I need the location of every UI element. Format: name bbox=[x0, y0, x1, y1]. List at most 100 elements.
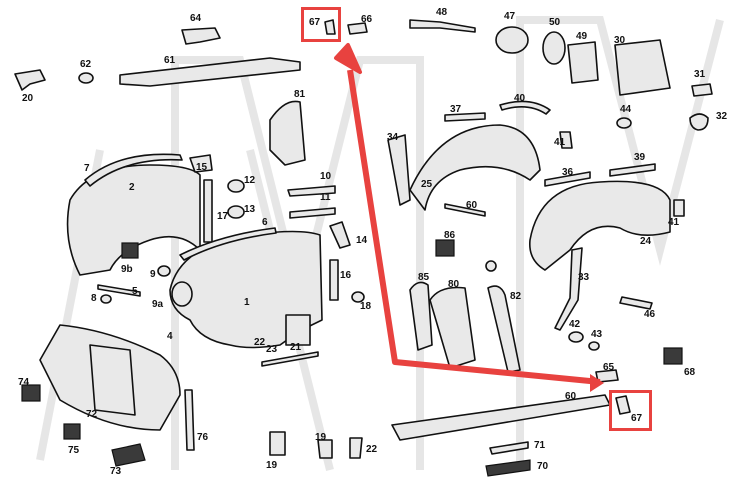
part-16 bbox=[329, 259, 339, 301]
part-13-grommet bbox=[227, 205, 245, 219]
part-5-bar bbox=[97, 284, 141, 297]
label-9a: 9a bbox=[152, 299, 164, 310]
part-75-clip bbox=[63, 423, 81, 440]
label-82: 82 bbox=[510, 291, 522, 302]
label-9b: 9b bbox=[121, 264, 133, 275]
label-68: 68 bbox=[684, 367, 696, 378]
part-33-plug bbox=[691, 83, 713, 97]
part-62-bracket bbox=[181, 27, 221, 45]
part-41-clip bbox=[559, 131, 573, 149]
part-23-rod bbox=[261, 351, 319, 367]
label-35: 33 bbox=[578, 272, 590, 283]
part-36-strip bbox=[387, 134, 411, 206]
part-73-clip bbox=[111, 443, 146, 467]
part-46-lock bbox=[495, 26, 529, 54]
label-75: 75 bbox=[68, 445, 80, 456]
part-80-panel bbox=[429, 286, 476, 369]
label-37: 36 bbox=[562, 167, 574, 178]
label-64: 62 bbox=[80, 59, 92, 70]
part-83-panel bbox=[409, 281, 433, 351]
part-72-grille bbox=[89, 344, 136, 416]
part-40-strip bbox=[499, 100, 551, 115]
highlight-arrow bbox=[334, 43, 604, 392]
part-9-grommet bbox=[157, 265, 171, 277]
label-61: 61 bbox=[164, 55, 176, 66]
part-71-strip bbox=[489, 441, 529, 455]
part-70-strip bbox=[485, 459, 531, 477]
label-18: 18 bbox=[360, 301, 372, 312]
part-21-bracket bbox=[317, 439, 333, 459]
label-76: 76 bbox=[197, 432, 209, 443]
label-80: 80 bbox=[448, 279, 460, 290]
label-70: 70 bbox=[537, 461, 549, 472]
part-44-grommet bbox=[616, 117, 632, 129]
part-64-grommet bbox=[78, 72, 94, 84]
part-60-sill bbox=[391, 394, 611, 441]
label-20: 20 bbox=[22, 93, 34, 104]
label-47: 48 bbox=[436, 7, 448, 18]
label-48: 49 bbox=[576, 31, 588, 42]
part-15 bbox=[189, 154, 213, 173]
label-43: 43 bbox=[591, 329, 603, 340]
label-5: 5 bbox=[132, 286, 138, 297]
label-72: 72 bbox=[86, 409, 98, 420]
label-66: 66 bbox=[361, 14, 373, 25]
part-12-grommet bbox=[227, 179, 245, 193]
label-67-bottom: 67 bbox=[631, 413, 643, 424]
label-11: 11 bbox=[320, 192, 331, 203]
label-6: 8 bbox=[91, 293, 97, 304]
label-4: 4 bbox=[167, 331, 173, 342]
part-19-bracket bbox=[269, 431, 286, 456]
label-40: 40 bbox=[514, 93, 526, 104]
part-76-strip bbox=[184, 389, 195, 451]
label-16: 16 bbox=[340, 270, 352, 281]
part-50-rod bbox=[444, 203, 486, 217]
part-32-hinge bbox=[614, 39, 671, 96]
label-42: 42 bbox=[569, 319, 581, 330]
part-61-rail bbox=[119, 57, 301, 87]
label-31: 25 bbox=[421, 179, 433, 190]
label-30: 24 bbox=[640, 236, 652, 247]
label-49: 50 bbox=[549, 17, 561, 28]
part-47-key bbox=[409, 19, 476, 33]
label-38: 37 bbox=[450, 104, 462, 115]
label-7: 6 bbox=[262, 217, 268, 228]
label-39: 39 bbox=[634, 152, 646, 163]
label-81: 81 bbox=[294, 89, 306, 100]
part-31-fender bbox=[409, 124, 541, 211]
label-65: 65 bbox=[603, 362, 615, 373]
part-38-strip bbox=[444, 112, 486, 122]
label-67-top: 67 bbox=[309, 17, 321, 28]
part-65 bbox=[595, 369, 619, 383]
label-19: 19 bbox=[266, 460, 278, 471]
label-12: 12 bbox=[244, 175, 256, 186]
part-41-clip-2 bbox=[673, 199, 685, 217]
part-86-grommet bbox=[485, 260, 497, 272]
part-81-panel bbox=[269, 100, 306, 166]
label-8: 7 bbox=[84, 163, 90, 174]
part-6-washer bbox=[100, 294, 112, 304]
part-82-panel bbox=[487, 285, 521, 373]
part-48-plate bbox=[567, 41, 599, 84]
part-43-washer bbox=[588, 341, 600, 351]
label-34: 32 bbox=[716, 111, 728, 122]
label-45: 46 bbox=[644, 309, 656, 320]
part-49-ring bbox=[542, 31, 566, 65]
part-37-strip bbox=[544, 171, 591, 187]
label-44: 44 bbox=[620, 104, 632, 115]
part-10-bracket bbox=[287, 185, 336, 197]
label-41-b: 41 bbox=[668, 217, 680, 228]
label-17: 17 bbox=[217, 211, 229, 222]
label-9: 9 bbox=[150, 269, 156, 280]
part-30-fender bbox=[528, 180, 671, 271]
label-83: 85 bbox=[418, 272, 430, 283]
label-36: 34 bbox=[387, 132, 399, 143]
part-42-grommet bbox=[568, 331, 584, 343]
label-74: 74 bbox=[18, 377, 30, 388]
part-8-strip bbox=[84, 153, 183, 187]
label-71: 71 bbox=[534, 440, 546, 451]
part-18-grommet bbox=[351, 291, 365, 303]
part-35-strut bbox=[554, 247, 583, 331]
